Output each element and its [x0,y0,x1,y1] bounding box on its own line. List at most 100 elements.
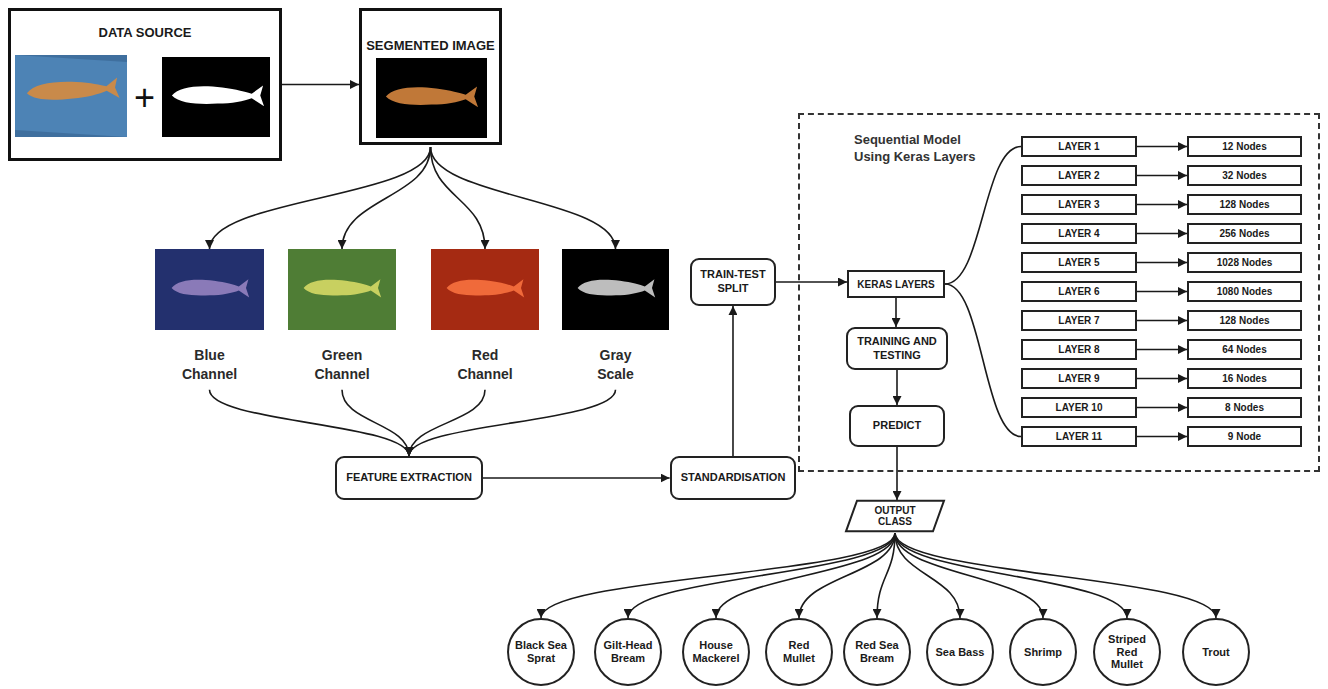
connector-arrow [409,390,485,456]
node-label: 1028 Nodes [1217,257,1273,268]
layer-box: LAYER 11 [1021,426,1137,447]
connector-arrow [483,477,670,479]
node-label: House Mackerel [690,639,742,664]
connector-arrow [895,533,1127,618]
class-circle: Trout [1182,618,1250,686]
connector-arrow [342,390,409,456]
node-label: LAYER 9 [1058,373,1099,384]
image-spot [562,249,669,330]
node-count-box: 64 Nodes [1187,339,1302,360]
process-box: STANDARDISATION [670,456,797,500]
node-label: LAYER 11 [1056,431,1102,442]
process-box: PREDICT [849,405,945,447]
node-label: 64 Nodes [1222,344,1266,355]
node-label: 12 Nodes [1222,141,1266,152]
node-label: 9 Node [1228,431,1261,442]
blue-channel-image [155,249,264,330]
connector-arrow [1137,378,1187,380]
layer-box: LAYER 2 [1021,165,1137,186]
circle-shape [683,619,749,685]
layer-box: LAYER 3 [1021,194,1137,215]
channel-label: Red Channel [452,346,518,384]
node-label: LAYER 8 [1058,344,1099,355]
connector-arrow [1137,262,1187,264]
node-label: PREDICT [873,419,921,433]
node-label: OUTPUT CLASS [869,505,921,527]
node-label: Shrimp [1024,646,1062,659]
layer-box: LAYER 10 [1021,397,1137,418]
connector-arrow [1137,291,1187,293]
node-label: Black Sea Sprat [515,639,567,664]
circle-shape [1010,619,1076,685]
fish-photo [15,55,127,137]
node-count-box: 12 Nodes [1187,136,1302,157]
connector-arrow [1137,146,1187,148]
connector-arrow [210,390,410,456]
node-label: LAYER 5 [1058,257,1099,268]
node-label: LAYER 4 [1058,228,1099,239]
segmented-image-frame: SEGMENTED IMAGE [359,8,502,145]
connector-arrow [1137,175,1187,177]
node-label: Striped Red Mullet [1101,633,1153,671]
node-label: 128 Nodes [1219,315,1269,326]
output-parallelogram: OUTPUT CLASS [845,500,945,532]
image-spot [288,249,396,330]
connector-arrow [716,533,895,618]
class-circle: Black Sea Sprat [507,618,575,686]
connector-arrow [895,533,1043,618]
parallelogram-shape [846,501,944,532]
layer-box: LAYER 9 [1021,368,1137,389]
fish-mask [162,57,270,137]
circle-shape [927,619,993,685]
image-spot [431,249,539,330]
node-count-box: 16 Nodes [1187,368,1302,389]
connector-arrow [409,390,616,456]
node-label: SEGMENTED IMAGE [366,38,495,53]
class-circle: Gilt-Head Bream [594,618,662,686]
circle-shape [766,619,832,685]
node-label: TRAINING AND TESTING [854,335,940,363]
class-circle: House Mackerel [682,618,750,686]
node-label: 256 Nodes [1219,228,1269,239]
circle-shape [844,619,910,685]
class-circle: Red Sea Bream [843,618,911,686]
connector-arrow [945,284,1021,437]
node-label: Red Sea Bream [851,639,903,664]
node-label: 16 Nodes [1222,373,1266,384]
node-label: TRAIN-TEST SPLIT [698,268,768,296]
node-count-box: 32 Nodes [1187,165,1302,186]
plus-sign: + [134,80,155,116]
connector-arrow [342,147,431,249]
class-circle: Shrimp [1009,618,1077,686]
node-label: LAYER 10 [1056,402,1103,413]
node-label: STANDARDISATION [681,471,786,485]
process-box: FEATURE EXTRACTION [335,456,483,500]
layer-box: LAYER 1 [1021,136,1137,157]
connector-arrow [1137,233,1187,235]
node-label: Sea Bass [936,646,985,659]
process-box: TRAINING AND TESTING [846,327,948,370]
connector-arrow [732,306,734,456]
node-label: DATA SOURCE [99,25,192,40]
gray-channel-image [562,249,669,330]
node-label: Trout [1202,646,1230,659]
class-circle: Striped Red Mullet [1093,618,1161,686]
layer-box: LAYER 4 [1021,223,1137,244]
node-count-box: 1080 Nodes [1187,281,1302,302]
class-circle: Sea Bass [926,618,994,686]
connector-arrow [896,370,898,405]
class-circle: Red Mullet [765,618,833,686]
connector-arrow [628,533,895,618]
connector-arrow [431,147,616,249]
node-label: LAYER 2 [1058,170,1099,181]
channel-label: Gray Scale [583,346,649,384]
layer-box: LAYER 6 [1021,281,1137,302]
connector-arrow [1137,436,1187,438]
red-channel-image [431,249,539,330]
connector-arrow [1137,407,1187,409]
green-channel-image [288,249,396,330]
node-label: 128 Nodes [1219,199,1269,210]
node-label: Gilt-Head Bream [602,639,654,664]
node-count-box: 256 Nodes [1187,223,1302,244]
